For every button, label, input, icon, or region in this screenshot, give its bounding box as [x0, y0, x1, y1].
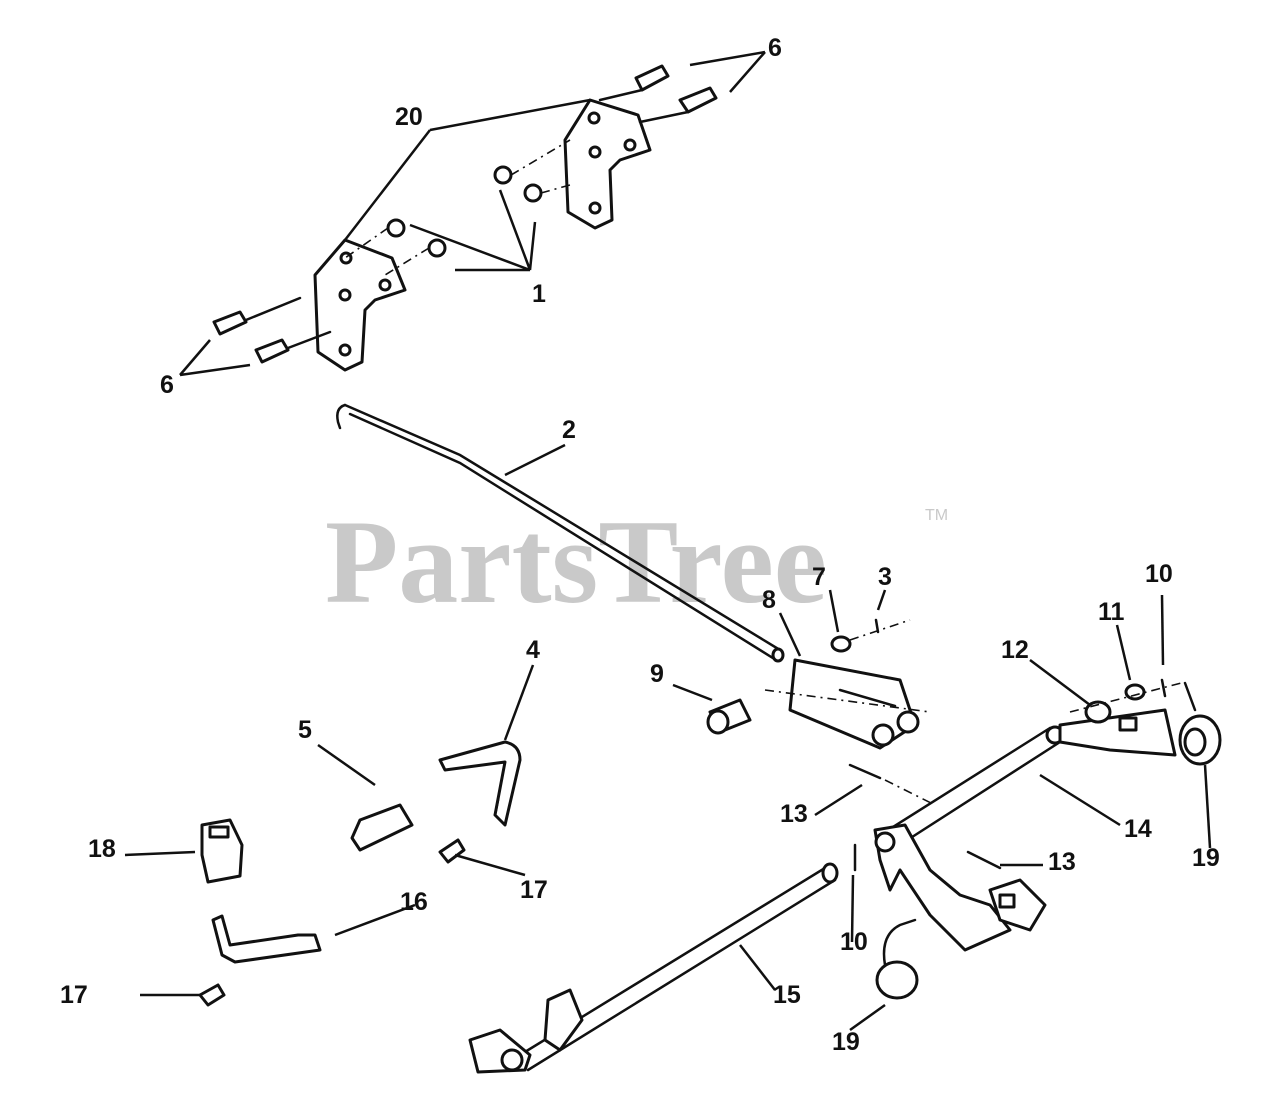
washer-11 [1124, 683, 1146, 701]
callout-12: 12 [1001, 636, 1029, 664]
grip-5 [350, 803, 414, 852]
callout-10-top: 10 [1145, 560, 1173, 588]
nuts [344, 139, 571, 276]
callout-labels: 6 20 1 6 2 7 3 10 8 11 12 4 9 5 13 14 18… [60, 34, 1220, 1056]
pin-10-upper [1160, 678, 1167, 698]
shaft-15 [468, 862, 839, 1074]
small-hardware [848, 678, 1186, 872]
bumper-19-lower [875, 918, 919, 1000]
roll-pin-13-upper [848, 763, 882, 780]
screw-17-upper [438, 838, 466, 864]
callout-8: 8 [762, 586, 776, 614]
clevis [764, 619, 931, 750]
callout-7: 7 [812, 563, 826, 591]
callout-20: 20 [395, 103, 423, 131]
callout-15: 15 [773, 981, 801, 1009]
callout-9: 9 [650, 660, 664, 688]
watermark-text: PartsTree [325, 495, 827, 628]
screw-17-lower [198, 983, 226, 1007]
leader-lines [124, 50, 1212, 1032]
callout-17-upper: 17 [520, 876, 548, 904]
callout-10-bottom: 10 [840, 928, 868, 956]
callout-1: 1 [532, 280, 546, 308]
bracket-16 [211, 914, 322, 964]
cotter-pin-3 [874, 618, 880, 634]
callout-17-lower: 17 [60, 981, 88, 1009]
callout-19-right: 19 [1192, 844, 1220, 872]
callout-18: 18 [88, 835, 116, 863]
lift-arm-14 [873, 708, 1177, 952]
roll-pin-13-lower [966, 850, 1002, 870]
spring-bracket-4 [438, 740, 522, 827]
knob-18 [200, 818, 244, 884]
bushing-9 [706, 698, 752, 735]
watermark-trademark: TM [925, 507, 948, 524]
callout-11: 11 [1098, 598, 1125, 626]
left-bracket [313, 238, 407, 372]
callout-5: 5 [298, 716, 312, 744]
callout-16: 16 [400, 888, 428, 916]
callout-3: 3 [878, 563, 892, 591]
callout-6-top: 6 [768, 34, 782, 62]
lift-rod [336, 403, 785, 663]
callout-13-right: 13 [1048, 848, 1076, 876]
bolts-upper [212, 64, 718, 364]
right-bracket [563, 98, 652, 230]
washer-7 [830, 635, 852, 653]
bumper-19-right [1178, 681, 1222, 766]
callout-19-bottom: 19 [832, 1028, 860, 1056]
callout-2: 2 [562, 416, 576, 444]
callout-13-left: 13 [780, 800, 808, 828]
callout-4: 4 [526, 636, 540, 664]
callout-6-bottom: 6 [160, 371, 174, 399]
callout-14: 14 [1124, 815, 1152, 843]
